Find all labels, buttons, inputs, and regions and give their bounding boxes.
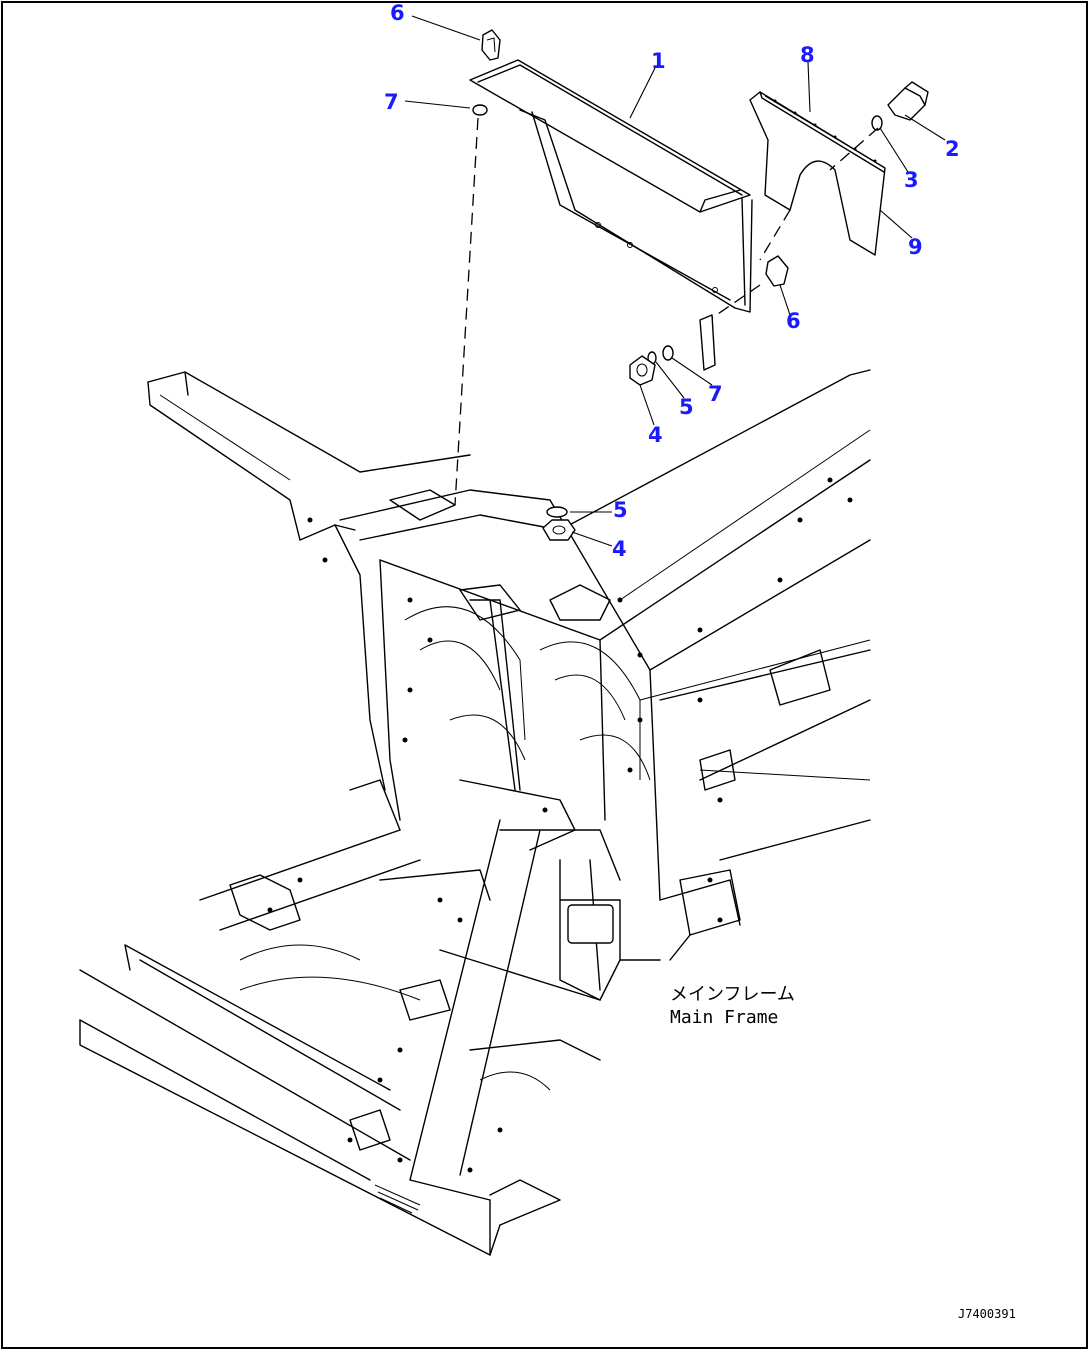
callout-2: 2 — [945, 137, 960, 161]
callout-labels: 6 7 1 8 2 3 9 6 7 5 4 5 4 — [384, 1, 960, 561]
guard-bracket-drawing — [469, 59, 753, 313]
callout-7b: 7 — [708, 382, 723, 406]
callout-3: 3 — [904, 168, 919, 192]
callout-8: 8 — [800, 43, 815, 67]
callout-6b: 6 — [786, 309, 801, 333]
drawing-reference-code: J7400391 — [958, 1307, 1016, 1321]
main-frame-label-jp: メインフレーム — [670, 984, 795, 1005]
alignment-lines — [454, 117, 879, 506]
callout-9: 9 — [908, 235, 923, 259]
fasteners — [472, 29, 929, 541]
leader-lines — [404, 15, 946, 547]
callout-5b: 5 — [613, 498, 628, 522]
main-frame-drawing — [79, 369, 871, 1256]
cover-plate-drawing — [749, 91, 886, 256]
callout-1: 1 — [651, 49, 666, 73]
callout-4a: 4 — [648, 423, 663, 447]
callout-7a: 7 — [384, 90, 399, 114]
callout-5a: 5 — [679, 395, 694, 419]
callout-4b: 4 — [612, 537, 627, 561]
main-frame-label-en: Main Frame — [670, 1007, 778, 1028]
callout-6a: 6 — [390, 1, 405, 25]
